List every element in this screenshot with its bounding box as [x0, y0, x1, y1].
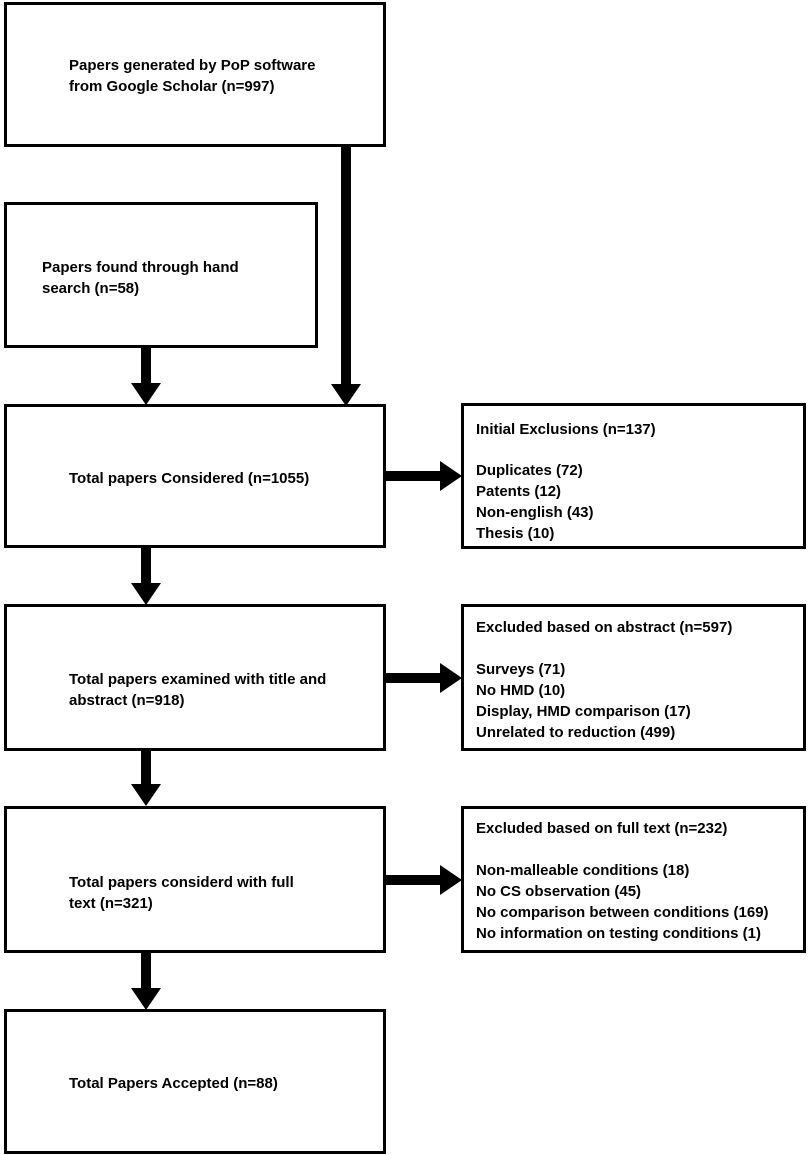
- abstract-exclusions-box: Excluded based on abstract (n=597) Surve…: [461, 604, 806, 751]
- arrow-hand-to-considered-shaft: [141, 347, 151, 385]
- hand-search-box: Papers found through hand search (n=58): [4, 202, 318, 348]
- examined-line-2: abstract (n=918): [69, 692, 185, 709]
- arrow-pop-to-considered-shaft: [341, 146, 351, 386]
- arrow-to-fulltext-exclusions-head: [440, 865, 462, 895]
- hand-search-line-1: Papers found through hand: [42, 259, 239, 276]
- arrow-examined-to-fulltext-shaft: [141, 750, 151, 786]
- fulltext-exclusion-item: Non-malleable conditions (18): [476, 862, 690, 879]
- arrow-to-initial-exclusions-head: [440, 461, 462, 491]
- arrow-to-initial-exclusions-shaft: [386, 471, 442, 481]
- considered-box: Total papers Considered (n=1055): [4, 404, 386, 548]
- considered-line-1: Total papers Considered (n=1055): [69, 470, 310, 487]
- pop-papers-box: Papers generated by PoP software from Go…: [4, 2, 386, 147]
- fulltext-exclusion-item: No comparison between conditions (169): [476, 904, 769, 921]
- hand-search-line-2: search (n=58): [42, 280, 140, 297]
- arrow-examined-to-fulltext-head: [131, 784, 161, 806]
- initial-exclusion-item: Non-english (43): [476, 504, 594, 521]
- abstract-exclusion-item: Unrelated to reduction (499): [476, 724, 676, 741]
- abstract-exclusion-item: Surveys (71): [476, 661, 566, 678]
- abstract-exclusion-item: No HMD (10): [476, 682, 566, 699]
- fulltext-line-1: Total papers considerd with full: [69, 874, 294, 891]
- initial-exclusions-title: Initial Exclusions (n=137): [476, 421, 656, 438]
- accepted-line-1: Total Papers Accepted (n=88): [69, 1075, 278, 1092]
- arrow-fulltext-to-accepted-shaft: [141, 952, 151, 990]
- initial-exclusions-box: Initial Exclusions (n=137) Duplicates (7…: [461, 403, 806, 549]
- abstract-exclusion-item: Display, HMD comparison (17): [476, 703, 691, 720]
- examined-box: Total papers examined with title and abs…: [4, 604, 386, 751]
- fulltext-line-2: text (n=321): [69, 895, 153, 912]
- arrow-hand-to-considered-head: [131, 383, 161, 405]
- arrow-pop-to-considered-head: [331, 384, 361, 406]
- fulltext-box: Total papers considerd with full text (n…: [4, 806, 386, 953]
- initial-exclusion-item: Thesis (10): [476, 525, 555, 542]
- initial-exclusion-item: Patents (12): [476, 483, 562, 500]
- pop-papers-line-1: Papers generated by PoP software: [69, 57, 316, 74]
- fulltext-exclusion-item: No information on testing conditions (1): [476, 925, 761, 942]
- arrow-fulltext-to-accepted-head: [131, 988, 161, 1010]
- arrow-considered-to-examined-shaft: [141, 547, 151, 585]
- arrow-to-abstract-exclusions-head: [440, 663, 462, 693]
- examined-line-1: Total papers examined with title and: [69, 671, 327, 688]
- fulltext-exclusions-box: Excluded based on full text (n=232) Non-…: [461, 806, 806, 953]
- accepted-box: Total Papers Accepted (n=88): [4, 1009, 386, 1154]
- fulltext-exclusions-title: Excluded based on full text (n=232): [476, 820, 728, 837]
- arrow-to-fulltext-exclusions-shaft: [386, 875, 442, 885]
- pop-papers-line-2: from Google Scholar (n=997): [69, 78, 275, 95]
- arrow-to-abstract-exclusions-shaft: [386, 673, 442, 683]
- abstract-exclusions-title: Excluded based on abstract (n=597): [476, 619, 733, 636]
- initial-exclusion-item: Duplicates (72): [476, 462, 583, 479]
- fulltext-exclusion-item: No CS observation (45): [476, 883, 642, 900]
- arrow-considered-to-examined-head: [131, 583, 161, 605]
